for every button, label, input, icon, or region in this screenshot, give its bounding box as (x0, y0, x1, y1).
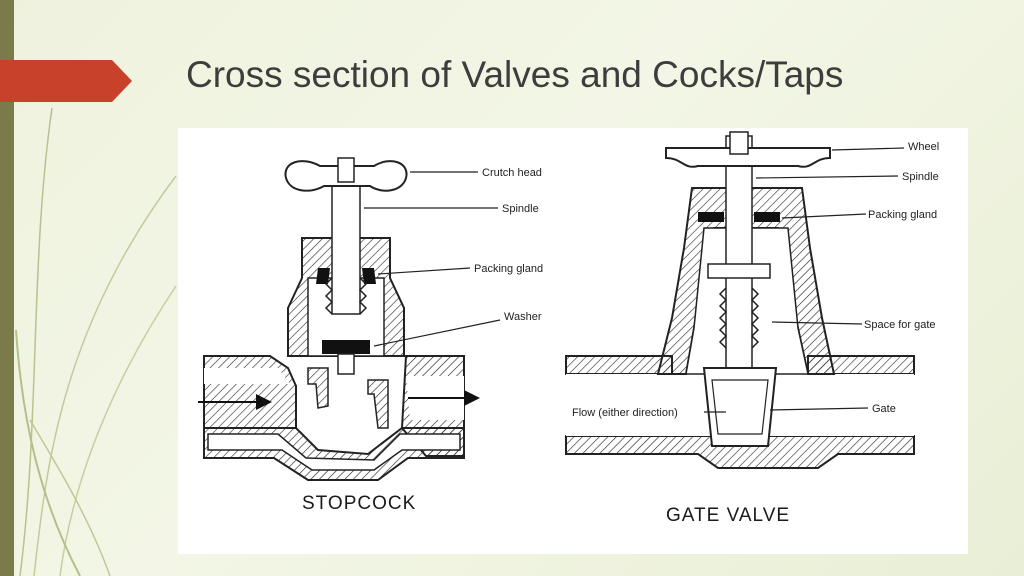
decorative-grass-lines (15, 107, 177, 576)
label-stopcock-packing-gland: Packing gland (474, 263, 543, 275)
label-wheel: Wheel (908, 141, 939, 153)
gate-valve-drawing (565, 131, 915, 469)
stopcock-drawing (198, 157, 480, 481)
gate-valve-caption: GATE VALVE (666, 505, 790, 526)
left-accent-strip (0, 0, 14, 576)
slide-title: Cross section of Valves and Cocks/Taps (186, 54, 844, 95)
valve-diagram: Crutch head Spindle Packing gland Washer… (198, 131, 939, 526)
stopcock-caption: STOPCOCK (302, 493, 416, 514)
label-washer: Washer (504, 311, 542, 323)
label-gate-spindle: Spindle (902, 171, 939, 183)
title-marker-arrow (0, 60, 132, 102)
gate-valve-leaders (704, 147, 905, 413)
valve-diagram-panel: Crutch head Spindle Packing gland Washer… (178, 128, 968, 554)
label-gate: Gate (872, 403, 896, 415)
label-stopcock-spindle: Spindle (502, 203, 539, 215)
label-flow-direction: Flow (either direction) (572, 407, 678, 419)
label-crutch-head: Crutch head (482, 167, 542, 179)
label-gate-packing-gland: Packing gland (868, 209, 937, 221)
label-space-for-gate: Space for gate (864, 319, 936, 331)
stopcock-leaders (364, 171, 501, 347)
